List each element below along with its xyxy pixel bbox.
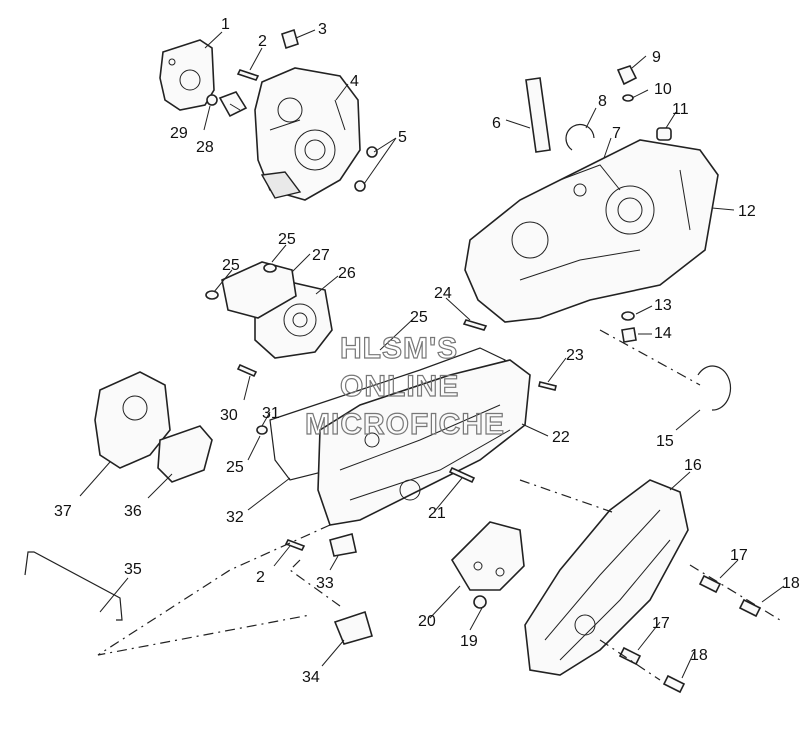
part-16-cvt-cover xyxy=(524,479,689,676)
part-27-gasket xyxy=(221,261,297,319)
callout-28: 28 xyxy=(196,139,214,156)
callout-34: 34 xyxy=(302,669,320,686)
callout-20: 20 xyxy=(418,613,436,630)
part-15-snap-ring xyxy=(697,365,732,411)
callout-25a: 25 xyxy=(222,257,240,274)
watermark-line-3: MICROFICHE xyxy=(305,408,505,441)
callout-25b: 25 xyxy=(278,231,296,248)
callout-31: 31 xyxy=(262,405,280,422)
callout-12: 12 xyxy=(738,203,756,220)
callout-labels: 1 2 3 4 5 6 7 8 9 10 11 12 13 14 15 16 1… xyxy=(54,16,800,686)
callout-7: 7 xyxy=(612,125,621,142)
exploded-axis-lines xyxy=(97,329,781,681)
part-17-bolts xyxy=(618,574,722,666)
part-30-bolt xyxy=(236,363,258,378)
part-11-bushing xyxy=(656,127,672,141)
callout-23: 23 xyxy=(566,347,584,364)
part-24-stud xyxy=(462,319,488,331)
part-35-rod xyxy=(24,551,123,621)
callout-19: 19 xyxy=(460,633,478,650)
part-2-bolt-lower xyxy=(284,538,306,552)
part-14-plug xyxy=(621,327,637,343)
watermark: HLSM'S ONLINE MICROFICHE xyxy=(304,331,505,441)
callout-27: 27 xyxy=(312,247,330,264)
callout-18b: 18 xyxy=(690,647,708,664)
callout-21: 21 xyxy=(428,505,446,522)
callout-36: 36 xyxy=(124,503,142,520)
watermark-line-1: HLSM'S xyxy=(340,332,458,365)
callout-11: 11 xyxy=(672,101,689,118)
callout-14: 14 xyxy=(654,325,672,342)
callout-leaders xyxy=(79,29,785,679)
callout-37: 37 xyxy=(54,503,72,520)
part-20-bracket-plate xyxy=(450,521,525,591)
part-12-right-crankcase xyxy=(464,139,719,323)
callout-16: 16 xyxy=(684,457,702,474)
callout-33: 33 xyxy=(316,575,334,592)
part-10-washer xyxy=(622,94,634,102)
callout-25c: 25 xyxy=(410,309,428,326)
part-29-screw xyxy=(206,94,218,106)
callout-30: 30 xyxy=(220,407,238,424)
part-6-gasket-strip xyxy=(525,77,551,153)
part-18-bolts xyxy=(662,598,762,694)
part-22-crankcase-cover xyxy=(317,359,531,526)
callout-3: 3 xyxy=(318,21,327,38)
part-33-bracket xyxy=(329,533,357,557)
callout-10: 10 xyxy=(654,81,672,98)
part-28-bracket xyxy=(218,91,248,118)
part-25-orings-upper xyxy=(205,263,277,300)
part-34-clip xyxy=(333,610,373,645)
part-19-nut xyxy=(473,595,487,609)
callout-29: 29 xyxy=(170,125,188,142)
part-21-bolt xyxy=(448,466,476,484)
callout-2b: 2 xyxy=(256,569,265,586)
part-37-side-cover xyxy=(94,371,171,469)
part-8-circlip xyxy=(565,123,595,151)
part-2-bolt-top xyxy=(236,69,260,81)
part-31-oring xyxy=(256,425,268,435)
callout-15: 15 xyxy=(656,433,674,450)
callout-32: 32 xyxy=(226,509,244,526)
callout-8: 8 xyxy=(598,93,607,110)
callout-26: 26 xyxy=(338,265,356,282)
callout-6: 6 xyxy=(492,115,501,132)
callout-22: 22 xyxy=(552,429,570,446)
part-1-gasket-plate xyxy=(159,39,215,111)
part-36-gasket xyxy=(157,425,213,483)
part-13-washer xyxy=(621,311,635,321)
callout-17a: 17 xyxy=(730,547,748,564)
callout-2: 2 xyxy=(258,33,267,50)
callout-4: 4 xyxy=(350,73,359,90)
callout-18a: 18 xyxy=(782,575,800,592)
watermark-line-2: ONLINE xyxy=(340,370,459,403)
callout-17b: 17 xyxy=(652,615,670,632)
callout-5: 5 xyxy=(398,129,407,146)
part-9-sensor xyxy=(616,65,638,86)
part-23-bolt xyxy=(538,381,557,391)
part-4-left-crankcase xyxy=(254,67,361,201)
part-5-dowels xyxy=(354,146,378,192)
callout-1: 1 xyxy=(221,16,230,33)
callout-35: 35 xyxy=(124,561,142,578)
callout-25d: 25 xyxy=(226,459,244,476)
part-3-bushing xyxy=(281,28,299,50)
callout-13: 13 xyxy=(654,297,672,314)
callout-24: 24 xyxy=(434,285,452,302)
callout-9: 9 xyxy=(652,49,661,66)
